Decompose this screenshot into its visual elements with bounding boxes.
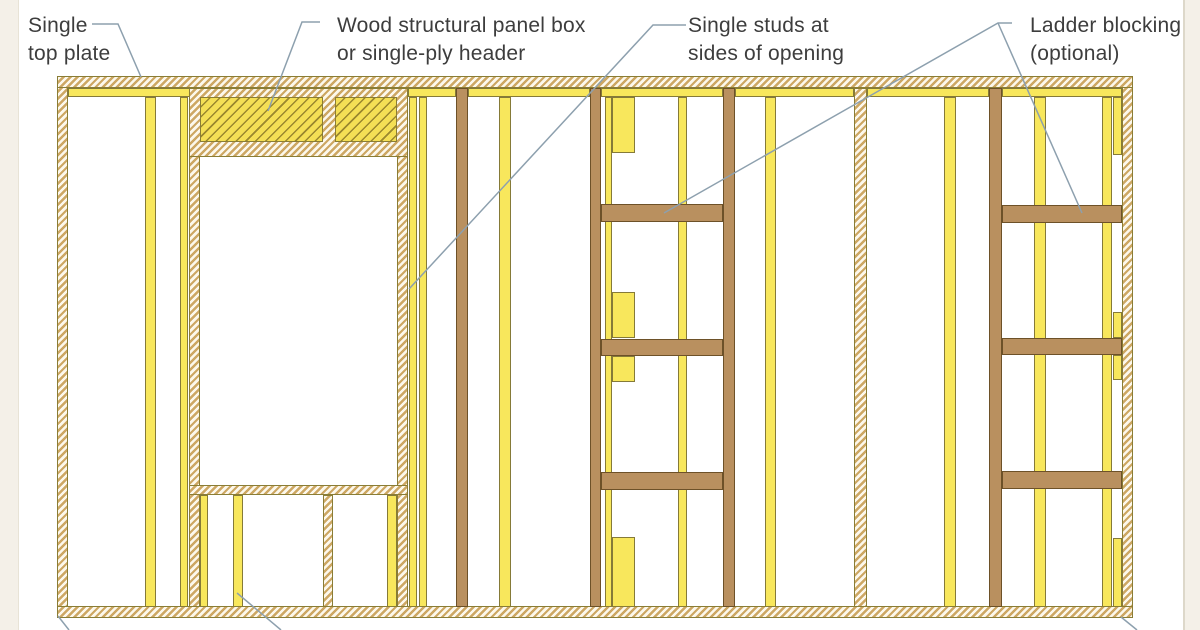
- top-band-segment: [601, 88, 723, 97]
- stud-yellow: [765, 97, 776, 607]
- stud-brown: [590, 88, 601, 607]
- stud-brown: [989, 88, 1002, 607]
- stud-brown: [456, 88, 468, 607]
- top-band-segment: [68, 88, 190, 97]
- stud-yellow: [180, 97, 188, 607]
- blocking-segment: [1113, 312, 1122, 338]
- page-right-margin: [1183, 0, 1200, 630]
- ladder-block: [601, 204, 723, 222]
- blocking-segment: [1113, 538, 1122, 607]
- single-top-plate: [57, 76, 1133, 88]
- ladder-block: [1002, 205, 1122, 223]
- label-line: sides of opening: [688, 42, 845, 65]
- ladder-block: [1002, 471, 1122, 489]
- bottom-plate: [57, 606, 1133, 618]
- king-stud-right: [397, 88, 408, 607]
- label-single-top-plate: Single top plate: [28, 12, 110, 68]
- label-line: Single: [28, 14, 88, 37]
- top-band-segment: [1002, 88, 1122, 97]
- label-ladder-blocking: Ladder blocking (optional): [1030, 12, 1181, 68]
- header-panel: [200, 97, 323, 142]
- label-line: Ladder blocking: [1030, 14, 1182, 37]
- label-line: Single studs at: [688, 14, 829, 37]
- cripple-stud: [387, 495, 397, 607]
- stud-yellow: [944, 97, 956, 607]
- blocking-segment: [1113, 97, 1122, 155]
- ladder-block: [601, 339, 723, 356]
- leader-cut-bottom-right: [1120, 616, 1138, 630]
- label-line: Wood structural panel box: [337, 14, 586, 37]
- top-band-segment: [867, 88, 989, 97]
- blocking-segment: [1113, 355, 1122, 380]
- ladder-block: [1002, 338, 1122, 355]
- blocking-segment: [612, 537, 635, 607]
- leader-cut-bottom-left: [57, 615, 70, 630]
- end-stud-left: [57, 78, 68, 616]
- label-header: Wood structural panel box or single-ply …: [337, 12, 586, 68]
- label-single-studs: Single studs at sides of opening: [688, 12, 844, 68]
- top-band-segment: [408, 88, 456, 97]
- stud-yellow-side-of-opening: [419, 97, 427, 607]
- blocking-segment: [612, 97, 635, 153]
- king-stud-left: [189, 88, 200, 607]
- cripple-stud-hatched: [323, 495, 333, 607]
- blocking-segment: [612, 292, 635, 338]
- label-line: (optional): [1030, 42, 1120, 65]
- page-left-margin: [0, 0, 19, 630]
- cripple-stud: [233, 495, 243, 607]
- header-panel: [335, 97, 397, 142]
- top-band-segment: [735, 88, 854, 97]
- label-line: top plate: [28, 42, 111, 65]
- cripple-stud: [200, 495, 208, 607]
- label-line: or single-ply header: [337, 42, 526, 65]
- end-stud-right: [1122, 78, 1133, 616]
- window-sill: [189, 485, 408, 495]
- stud-hatched-mid: [854, 88, 867, 607]
- blocking-segment: [612, 356, 635, 382]
- stud-yellow: [145, 97, 156, 607]
- stud-brown: [723, 88, 735, 607]
- ladder-block: [601, 472, 723, 490]
- stud-yellow: [499, 97, 511, 607]
- top-band-segment: [468, 88, 590, 97]
- stud-yellow-side-of-opening: [409, 97, 417, 607]
